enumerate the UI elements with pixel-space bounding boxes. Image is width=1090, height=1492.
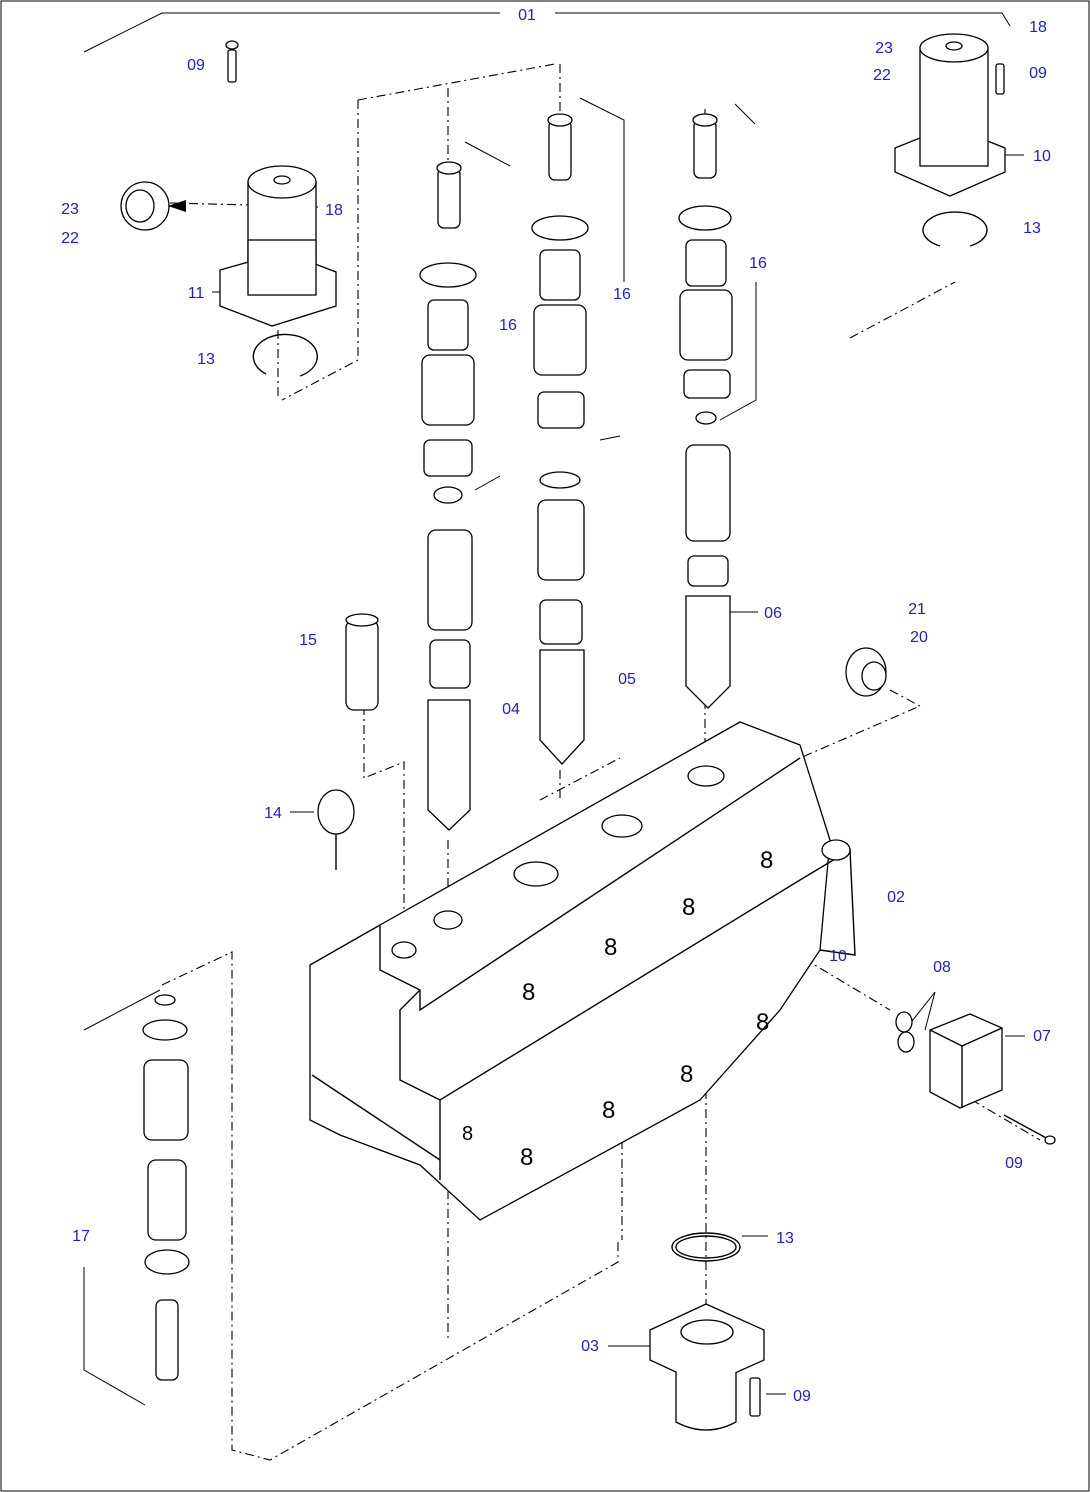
bolt-09-bottom — [749, 1377, 761, 1417]
callout-13-right: 13 — [1023, 220, 1041, 237]
snap-ring-13-bottom — [671, 1232, 741, 1262]
port-patterns: 8 8 8 8 8 8 8 8 8 — [462, 847, 773, 1171]
callout-04: 04 — [502, 701, 520, 718]
bolt-09-right — [1003, 1114, 1056, 1145]
callout-09-right: 09 — [1005, 1155, 1023, 1172]
svg-text:8: 8 — [604, 934, 617, 961]
callout-07: 07 — [1033, 1028, 1051, 1045]
plug-23-22-left — [120, 181, 186, 231]
callout-10-mid: 10 — [829, 948, 847, 965]
callout-13-left: 13 — [197, 351, 215, 368]
callout-22-right: 22 — [873, 67, 891, 84]
svg-text:8: 8 — [522, 979, 535, 1006]
callout-11: 11 — [188, 285, 205, 302]
plug-21-20 — [845, 647, 887, 697]
bolt-09-top-left — [225, 40, 239, 83]
callout-14: 14 — [264, 805, 282, 822]
callout-16-a: 16 — [613, 286, 631, 303]
svg-text:8: 8 — [756, 1009, 769, 1036]
leader-lines — [83, 97, 1025, 1406]
callout-15: 15 — [299, 632, 317, 649]
svg-text:8: 8 — [682, 894, 695, 921]
svg-text:8: 8 — [602, 1097, 615, 1124]
callout-22-left: 22 — [61, 230, 79, 247]
snap-ring-13-left — [252, 333, 318, 377]
callout-05: 05 — [618, 671, 636, 688]
o-rings-08 — [895, 1011, 915, 1053]
callout-16-b: 16 — [499, 317, 517, 334]
callout-18-right: 18 — [1029, 19, 1047, 36]
svg-text:8: 8 — [680, 1061, 693, 1088]
callout-01: 01 — [518, 7, 536, 24]
callout-23-right: 23 — [875, 40, 893, 57]
callout-16-c: 16 — [749, 255, 767, 272]
callout-23-left: 23 — [61, 201, 79, 218]
cover-block-07 — [929, 1013, 1003, 1109]
callout-18-left: 18 — [325, 202, 343, 219]
callout-09-top-left: 09 — [187, 57, 205, 74]
spool-stack-06 — [678, 113, 733, 709]
callout-09-bottom: 09 — [793, 1388, 811, 1405]
svg-text:8: 8 — [760, 847, 773, 874]
callout-02: 02 — [887, 889, 905, 906]
svg-text:8: 8 — [520, 1144, 533, 1171]
solenoid-18-right — [894, 33, 1006, 197]
callout-03: 03 — [581, 1338, 599, 1355]
svg-text:8: 8 — [462, 1123, 473, 1145]
callout-09-top-right: 09 — [1029, 65, 1047, 82]
callout-17: 17 — [72, 1228, 90, 1245]
dash-dot-axis-lines — [161, 63, 1041, 1461]
callout-13-bottom: 13 — [776, 1230, 794, 1247]
relief-valve-15 — [345, 613, 379, 711]
snap-ring-13-right — [922, 211, 988, 247]
spool-stack-04 — [419, 161, 477, 831]
assembly-bracket-01 — [83, 12, 1011, 53]
gauge-port-14 — [317, 789, 355, 870]
valve-body-02 — [309, 721, 856, 1221]
spring-stack-17 — [142, 994, 190, 1381]
solenoid-18-left — [219, 165, 337, 327]
callout-labels: 01 09 23 22 18 11 13 18 23 22 09 10 13 1… — [61, 7, 1051, 1405]
callout-06: 06 — [764, 605, 782, 622]
callout-21: 21 — [908, 601, 926, 618]
cover-03 — [649, 1303, 765, 1431]
callout-20: 20 — [910, 629, 928, 646]
callout-10-top: 10 — [1033, 148, 1051, 165]
spool-stack-05 — [531, 113, 589, 765]
callout-08: 08 — [933, 959, 951, 976]
